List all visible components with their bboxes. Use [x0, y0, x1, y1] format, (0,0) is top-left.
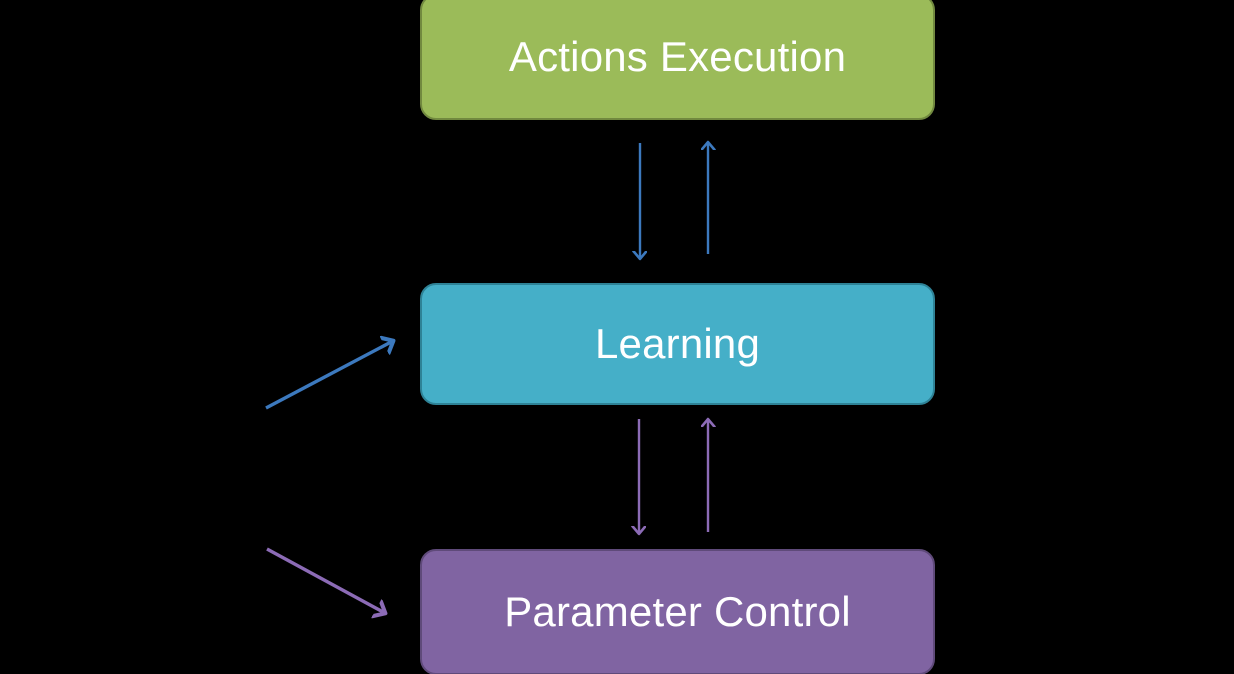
arrow-external-input-to-parameter-control	[266, 547, 383, 612]
node-actions-execution[interactable]: Actions Execution	[420, 0, 935, 120]
node-actions-execution-label: Actions Execution	[508, 33, 847, 80]
arrow-external-input-to-learning	[265, 342, 391, 410]
node-learning[interactable]: Learning	[420, 283, 935, 405]
node-parameter-control[interactable]: Parameter Control	[420, 549, 935, 674]
node-parameter-control-label: Parameter Control	[504, 588, 851, 635]
node-learning-label: Learning	[594, 320, 761, 367]
